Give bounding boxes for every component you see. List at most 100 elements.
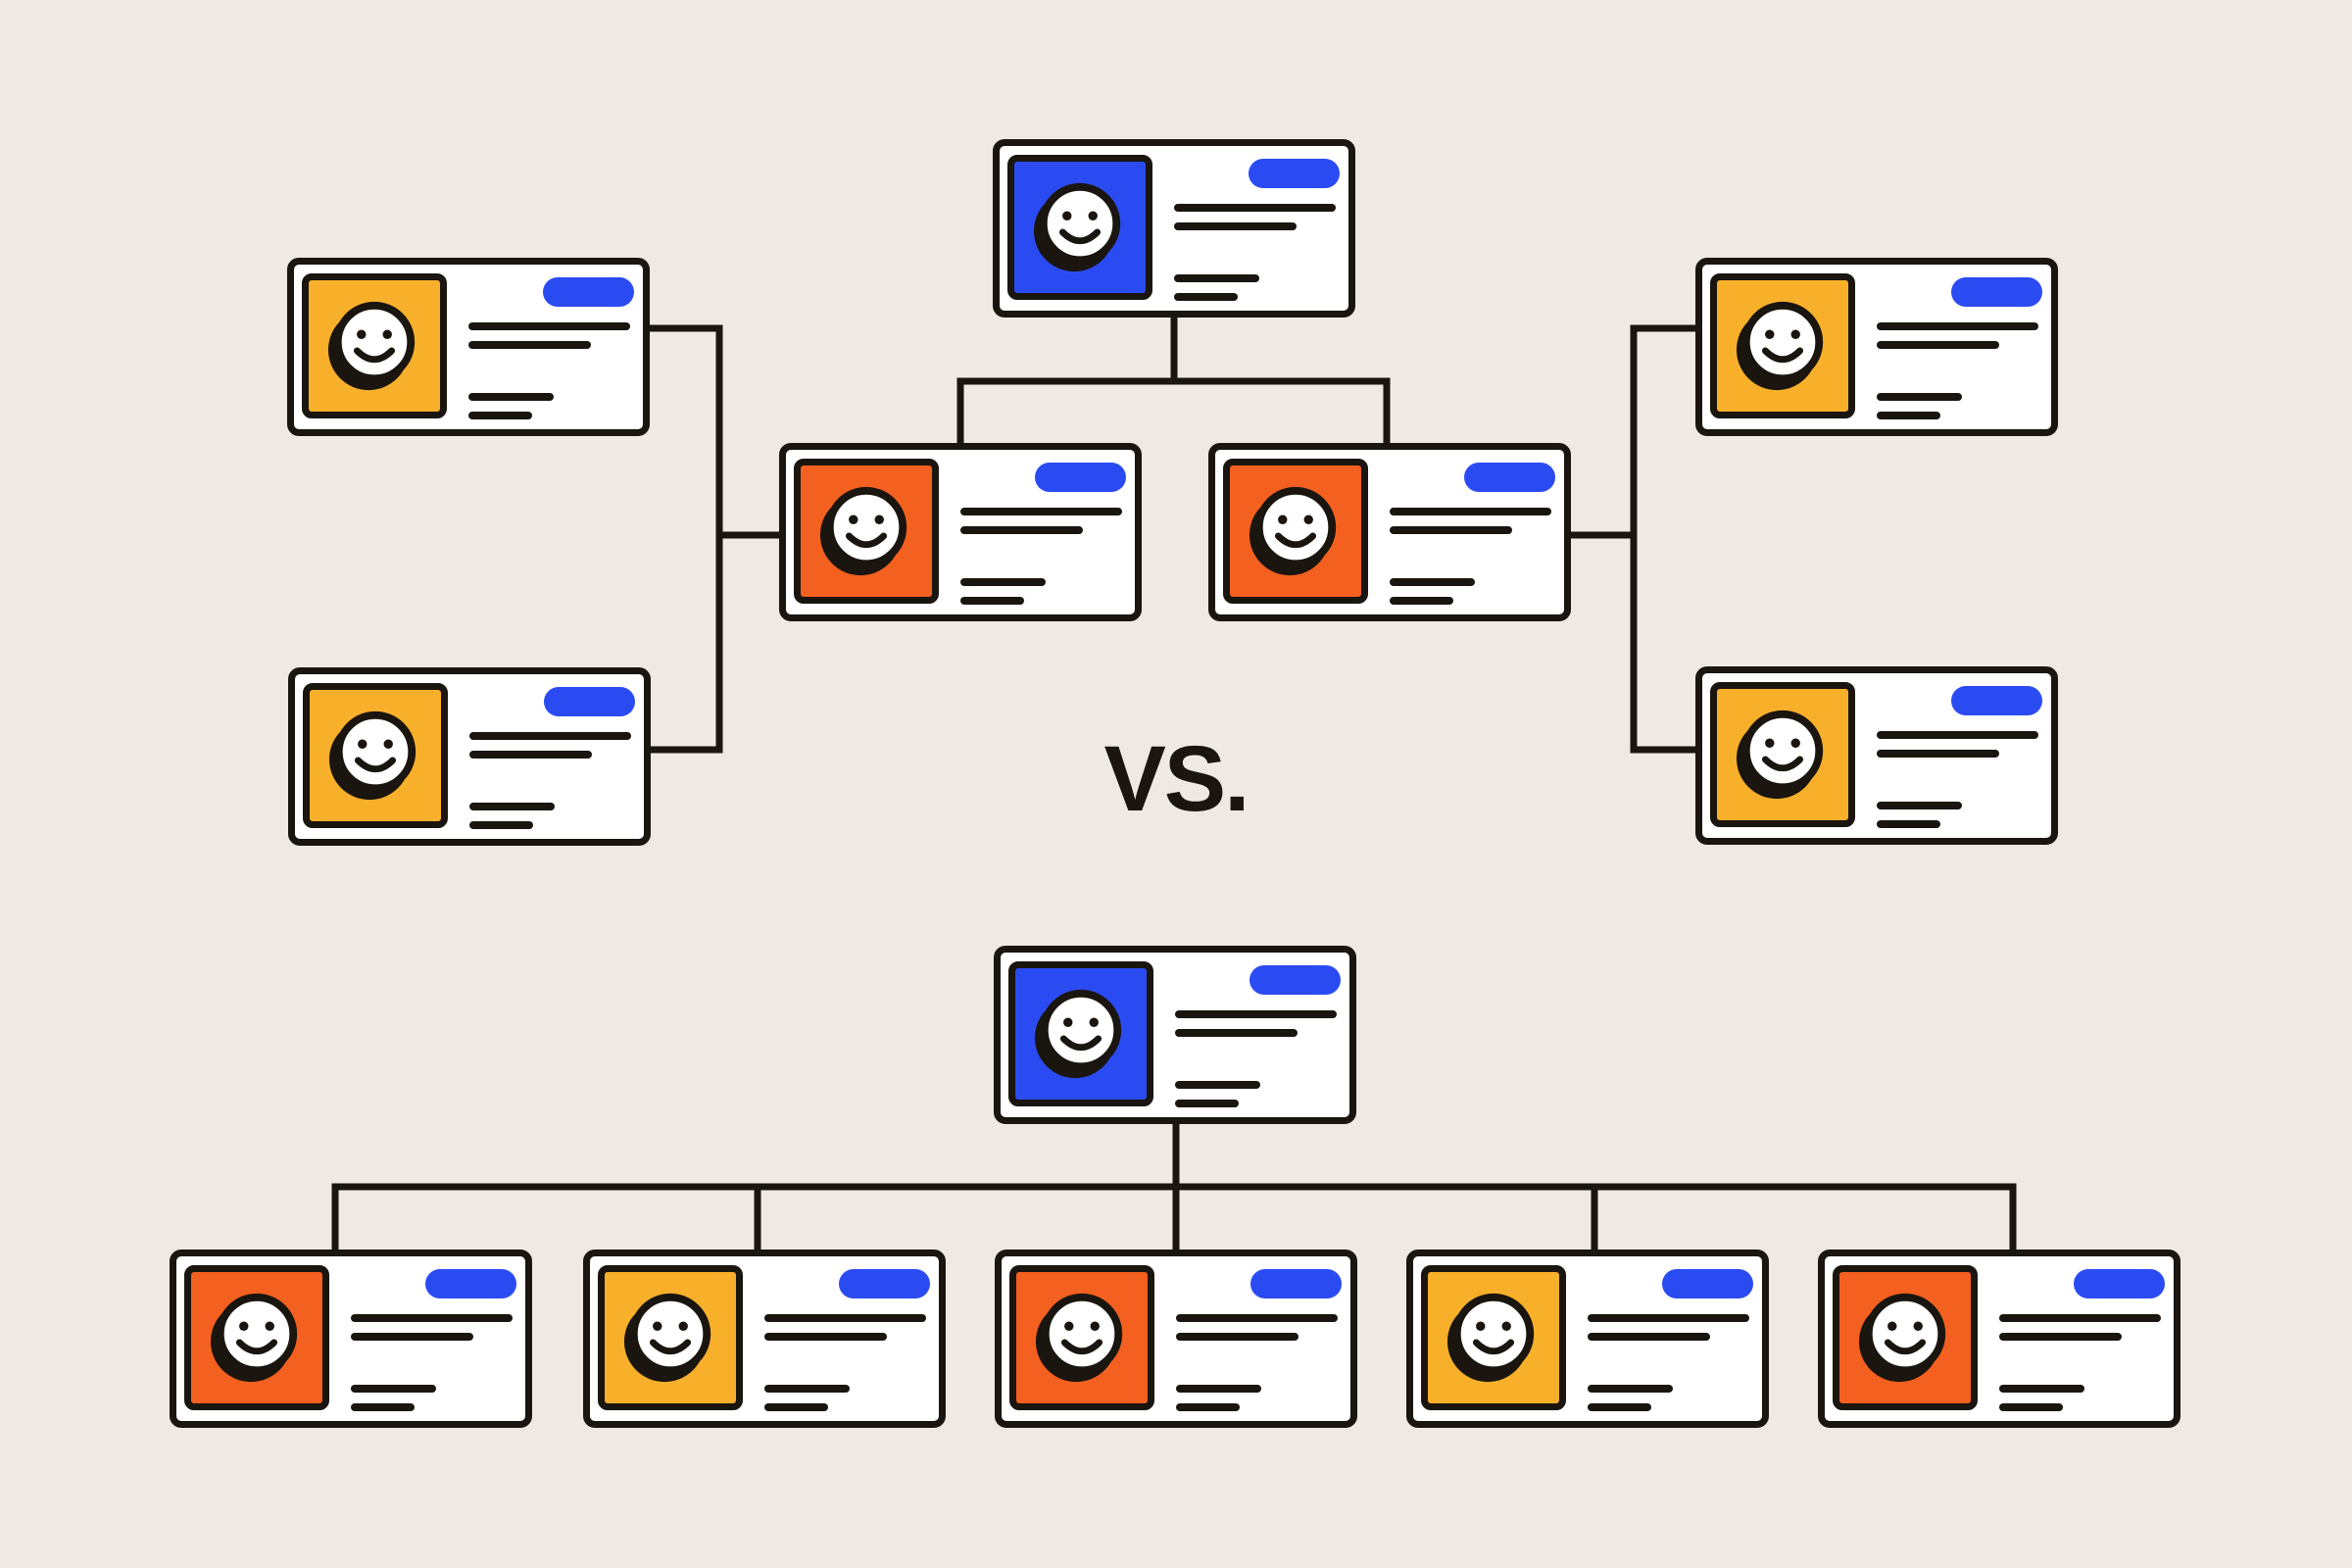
badge-pill <box>543 277 634 307</box>
tall-hierarchy-card-ceo <box>993 139 1355 318</box>
smiley-face-icon <box>1446 1293 1535 1383</box>
text-line-1 <box>469 732 631 740</box>
flat-hierarchy-card-report-3 <box>995 1250 1357 1428</box>
text-line-3 <box>1174 274 1259 282</box>
text-line-1 <box>1176 1314 1338 1322</box>
text-line-1 <box>764 1314 926 1322</box>
text-line-2 <box>764 1333 887 1341</box>
smiley-face-icon <box>1736 710 1824 800</box>
text-line-4 <box>469 821 533 829</box>
avatar-square-yellow <box>598 1265 743 1410</box>
text-line-4 <box>1999 1403 2063 1411</box>
badge-pill <box>1250 1269 1342 1298</box>
flat-hierarchy-card-report-2 <box>583 1250 946 1428</box>
badge-pill <box>425 1269 516 1298</box>
text-line-4 <box>764 1403 828 1411</box>
text-line-2 <box>1588 1333 1710 1341</box>
tall-hierarchy-card-manager-right <box>1208 443 1571 621</box>
text-line-1 <box>1877 322 2038 330</box>
text-line-3 <box>1175 1081 1260 1089</box>
avatar-square-orange <box>1223 459 1368 604</box>
text-line-4 <box>1588 1403 1651 1411</box>
tall-hierarchy-card-report-top-right <box>1695 258 2058 436</box>
text-line-2 <box>468 341 591 349</box>
text-line-4 <box>1877 412 1940 419</box>
text-line-2 <box>1390 526 1512 534</box>
text-line-3 <box>764 1385 850 1393</box>
text-line-2 <box>960 526 1083 534</box>
badge-pill <box>544 687 635 716</box>
tall-hierarchy-card-report-bottom-left <box>288 667 651 846</box>
text-line-4 <box>1175 1100 1239 1107</box>
badge-pill <box>1464 463 1555 492</box>
text-line-3 <box>1588 1385 1673 1393</box>
smiley-face-icon <box>1033 182 1121 272</box>
text-line-3 <box>1390 578 1475 586</box>
text-line-1 <box>1877 731 2038 739</box>
badge-pill <box>1249 159 1340 188</box>
text-line-1 <box>468 322 630 330</box>
avatar-square-orange <box>184 1265 329 1410</box>
text-line-4 <box>960 597 1024 605</box>
text-line-2 <box>1174 222 1297 230</box>
text-line-3 <box>1999 1385 2084 1393</box>
smiley-face-icon <box>1736 301 1824 391</box>
badge-pill <box>1662 1269 1753 1298</box>
badge-pill <box>839 1269 930 1298</box>
flat-hierarchy-card-ceo <box>994 946 1356 1124</box>
tall-hierarchy-card-report-bottom-right <box>1695 666 2058 845</box>
text-line-4 <box>1390 597 1453 605</box>
text-line-1 <box>960 508 1122 515</box>
tall-hierarchy-connector-segment <box>648 324 723 754</box>
tall-hierarchy-connector-segment <box>1630 324 1704 754</box>
avatar-square-orange <box>1833 1265 1978 1410</box>
smiley-face-icon <box>623 1293 711 1383</box>
text-line-2 <box>351 1333 473 1341</box>
smiley-face-icon <box>1035 1293 1123 1383</box>
tall-hierarchy-card-report-top-left <box>287 258 650 436</box>
smiley-face-icon <box>328 710 416 801</box>
smiley-face-icon <box>327 301 416 391</box>
text-line-4 <box>351 1403 415 1411</box>
flat-hierarchy-card-report-1 <box>170 1250 532 1428</box>
text-line-3 <box>351 1385 436 1393</box>
text-line-4 <box>1176 1403 1240 1411</box>
avatar-square-orange <box>794 459 939 604</box>
badge-pill <box>1951 686 2042 715</box>
text-line-2 <box>1877 341 1999 349</box>
avatar-square-yellow <box>1710 682 1855 827</box>
badge-pill <box>1250 965 1341 995</box>
text-line-3 <box>1176 1385 1261 1393</box>
tall-hierarchy-card-manager-left <box>779 443 1142 621</box>
text-line-2 <box>1176 1333 1298 1341</box>
text-line-2 <box>1877 750 1999 758</box>
smiley-face-icon <box>210 1293 298 1383</box>
avatar-square-blue <box>1008 961 1153 1106</box>
tall-hierarchy-connector-segment <box>956 377 1391 447</box>
text-line-1 <box>351 1314 513 1322</box>
smiley-face-icon <box>1034 989 1122 1079</box>
vs-label: VS. <box>1103 727 1250 831</box>
smiley-face-icon <box>819 486 907 576</box>
text-line-1 <box>1390 508 1551 515</box>
text-line-2 <box>1999 1333 2122 1341</box>
badge-pill <box>2074 1269 2165 1298</box>
text-line-3 <box>1877 802 1962 809</box>
avatar-square-yellow <box>1421 1265 1566 1410</box>
text-line-4 <box>1877 820 1940 828</box>
text-line-4 <box>1174 293 1238 301</box>
text-line-3 <box>469 803 555 810</box>
text-line-2 <box>469 751 592 759</box>
text-line-4 <box>468 412 532 419</box>
text-line-1 <box>1999 1314 2161 1322</box>
text-line-2 <box>1175 1029 1298 1037</box>
avatar-square-blue <box>1007 155 1152 300</box>
text-line-3 <box>468 393 554 401</box>
badge-pill <box>1951 277 2042 307</box>
avatar-square-yellow <box>302 273 447 418</box>
smiley-face-icon <box>1249 486 1337 576</box>
avatar-square-yellow <box>303 683 448 828</box>
